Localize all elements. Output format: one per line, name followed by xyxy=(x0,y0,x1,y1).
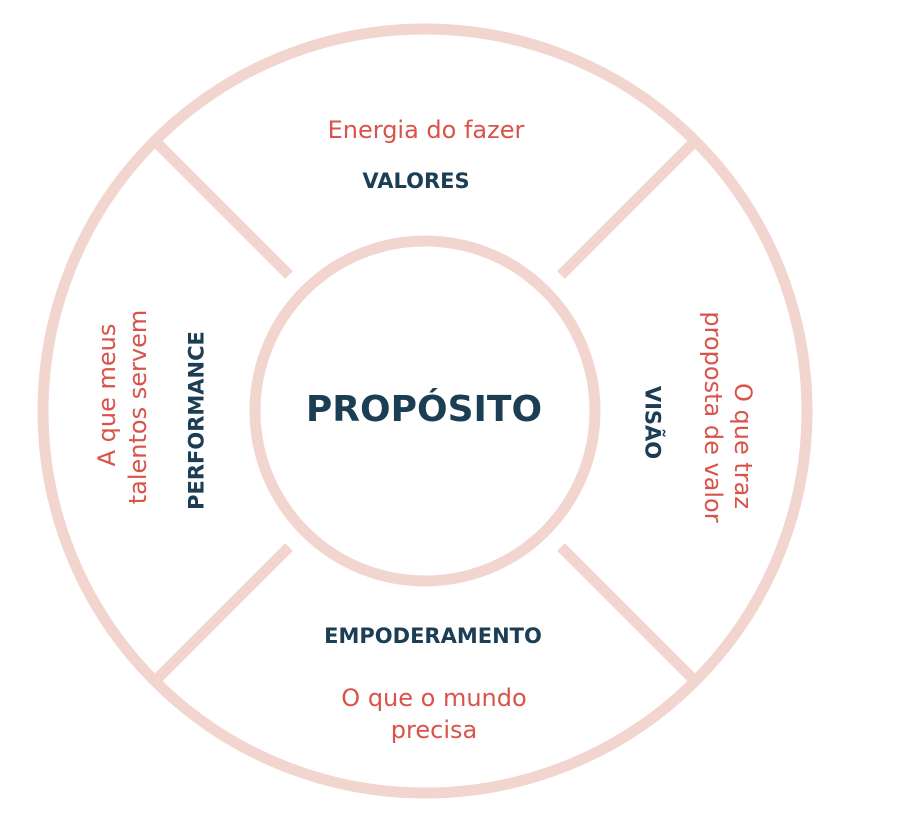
inner-ring xyxy=(249,235,601,587)
right-title: VISÃO xyxy=(640,385,665,460)
left-subtitle-line2: talentos servem xyxy=(124,309,152,505)
right-subtitle-line1: O que traz xyxy=(729,383,757,509)
left-subtitle-line1: A que meus xyxy=(93,323,121,467)
outer-ring xyxy=(37,23,813,799)
right-subtitle-line2: proposta de valor xyxy=(699,311,727,523)
bottom-title: EMPODERAMENTO xyxy=(324,624,542,648)
top-title: VALORES xyxy=(362,169,470,193)
divider-bottom-right xyxy=(557,543,698,684)
center-label: PROPÓSITO xyxy=(305,389,543,430)
top-subtitle: Energia do fazer xyxy=(327,116,525,144)
left-title: PERFORMANCE xyxy=(184,331,209,510)
bottom-subtitle-line2: precisa xyxy=(390,716,478,744)
divider-bottom-left xyxy=(152,543,293,684)
divider-top-right xyxy=(557,138,698,279)
bottom-subtitle-line1: O que o mundo xyxy=(341,684,527,712)
divider-top-left xyxy=(152,138,293,279)
